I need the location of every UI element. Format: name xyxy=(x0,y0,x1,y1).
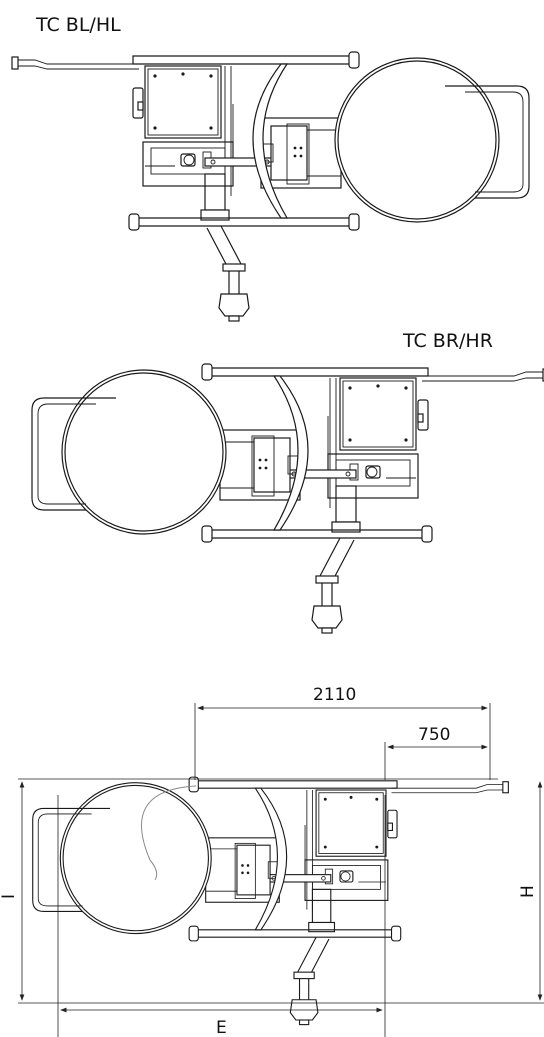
dimension-label-I: I xyxy=(0,894,19,899)
dimension-label-E: E xyxy=(216,1018,227,1037)
dimension-750: 750 xyxy=(384,725,488,780)
dimension-label-H: H xyxy=(518,885,538,898)
view-title-top: TC BL/HL xyxy=(35,14,121,36)
view-title-middle: TC BR/HR xyxy=(402,330,493,352)
machine-view-dimensioned xyxy=(32,776,509,1026)
dimension-H: H xyxy=(518,781,543,1001)
dimension-I: I xyxy=(0,781,25,1001)
machine-view-br-hr xyxy=(31,363,544,634)
dimension-label-2110: 2110 xyxy=(313,685,356,705)
dimension-E: E xyxy=(57,795,386,1037)
dimension-2110: 2110 xyxy=(194,685,491,780)
swing-arc xyxy=(141,785,197,881)
dimension-label-750: 750 xyxy=(418,725,450,745)
machine-view-bl-hl xyxy=(11,51,530,322)
